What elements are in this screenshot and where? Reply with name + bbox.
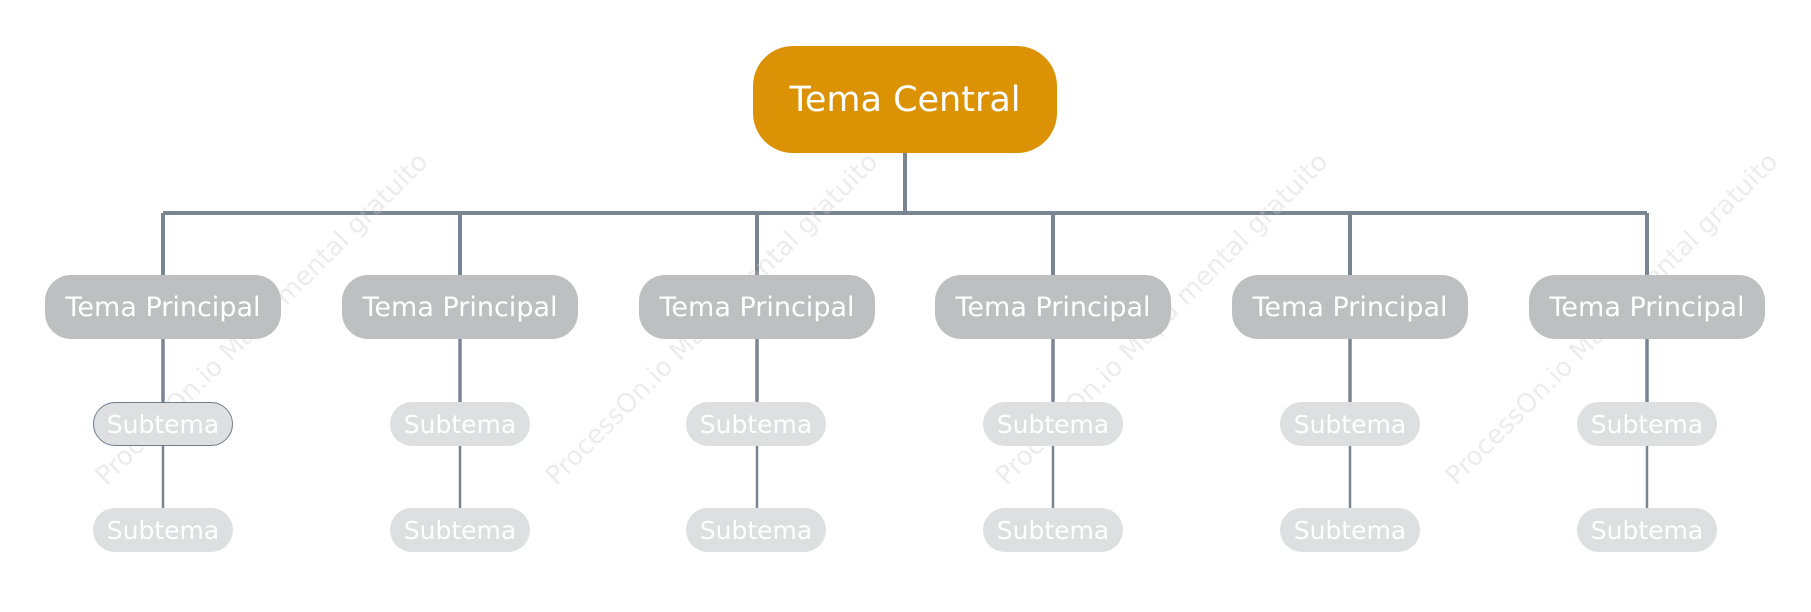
subtopic-5-2[interactable]: Subtema <box>1280 508 1420 552</box>
subtopic-2-2[interactable]: Subtema <box>390 508 530 552</box>
subtopic-2-1[interactable]: Subtema <box>390 402 530 446</box>
subtopic-1-2[interactable]: Subtema <box>93 508 233 552</box>
main-topic-4[interactable]: Tema Principal <box>935 275 1171 339</box>
subtopic-4-2[interactable]: Subtema <box>983 508 1123 552</box>
main-topic-2[interactable]: Tema Principal <box>342 275 578 339</box>
subtopic-3-2[interactable]: Subtema <box>686 508 826 552</box>
subtopic-5-1[interactable]: Subtema <box>1280 402 1420 446</box>
subtopic-1-1[interactable]: Subtema <box>93 402 233 446</box>
subtopic-4-1[interactable]: Subtema <box>983 402 1123 446</box>
subtopic-6-2[interactable]: Subtema <box>1577 508 1717 552</box>
subtopic-3-1[interactable]: Subtema <box>686 402 826 446</box>
subtopic-6-1[interactable]: Subtema <box>1577 402 1717 446</box>
main-topic-6[interactable]: Tema Principal <box>1529 275 1765 339</box>
main-topic-3[interactable]: Tema Principal <box>639 275 875 339</box>
main-topic-1[interactable]: Tema Principal <box>45 275 281 339</box>
central-topic[interactable]: Tema Central <box>753 46 1057 153</box>
main-topic-5[interactable]: Tema Principal <box>1232 275 1468 339</box>
